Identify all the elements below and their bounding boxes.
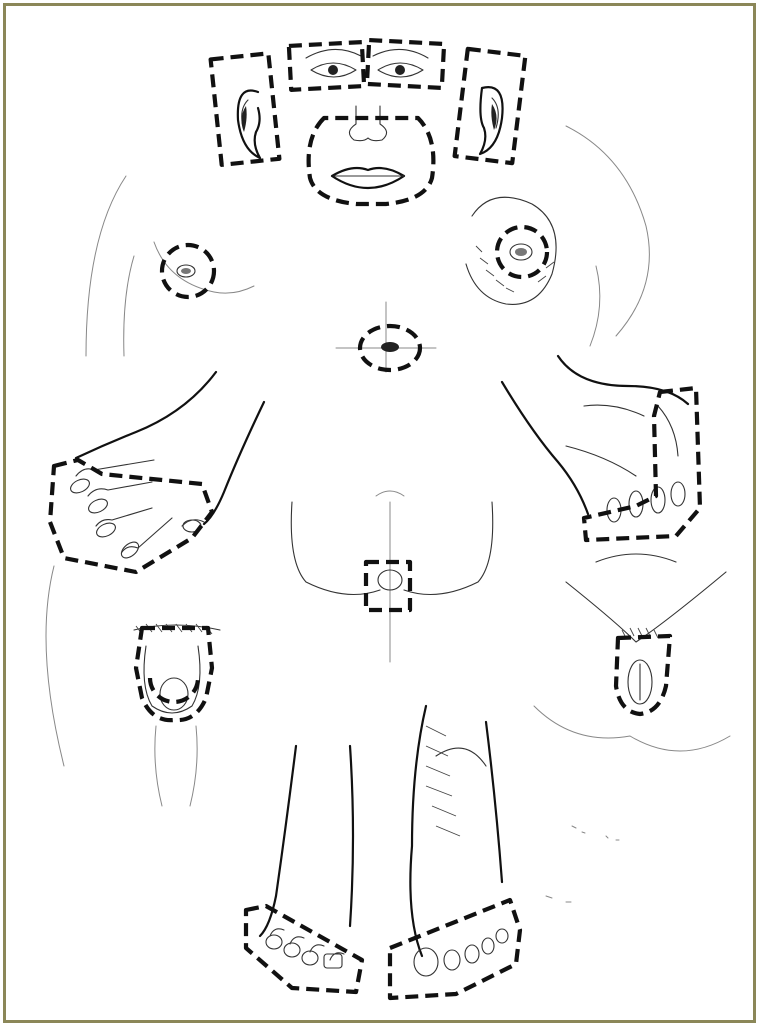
perineum-region: [366, 562, 410, 610]
right-ear-drawing: [238, 91, 260, 158]
male-genitalia-region: [136, 628, 212, 720]
female-genitalia-drawing: [534, 554, 730, 751]
left-hand-fingers-region: [584, 388, 700, 540]
female-genitalia-region: [616, 636, 670, 714]
male-nipple-drawing: [177, 265, 195, 277]
right-arm-hand-drawing: [68, 372, 264, 561]
left-ear-drawing: [480, 87, 503, 154]
body-regions-illustration: [6, 6, 753, 1020]
female-nipple-drawing: [510, 244, 532, 260]
umbilicus-drawing: [381, 342, 399, 352]
right-eye-region: [289, 42, 364, 90]
nose-mouth-region: [309, 118, 434, 204]
male-genitalia-drawing: [46, 566, 220, 806]
figure-frame: [3, 3, 756, 1023]
left-ear-region: [455, 49, 526, 163]
left-arm-hand-drawing: [502, 356, 688, 522]
hips-drawing: [291, 491, 492, 662]
feet-drawing: [260, 706, 508, 976]
left-eye-region: [367, 40, 444, 88]
stray-marks: [546, 826, 619, 902]
right-toes-region: [246, 906, 362, 992]
right-hand-fingers-region: [50, 460, 212, 572]
left-toes-region: [390, 900, 520, 998]
